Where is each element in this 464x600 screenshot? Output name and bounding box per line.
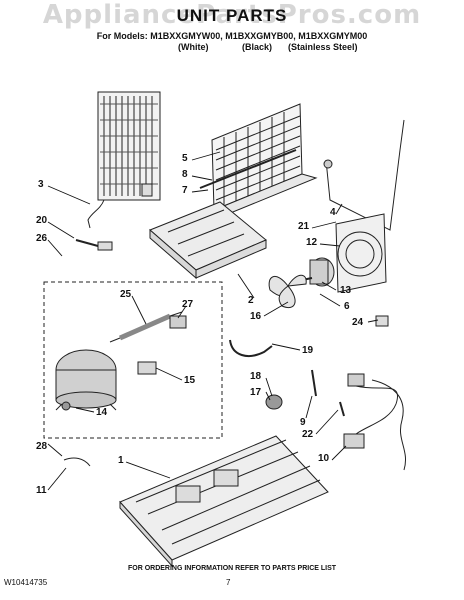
- callout-14: 14: [96, 407, 108, 418]
- callout-16: 16: [250, 311, 262, 322]
- filter-drier: [109, 311, 183, 343]
- drain-pan: [149, 201, 267, 280]
- variant-white: (White): [178, 42, 209, 52]
- condenser-fan: [268, 257, 335, 308]
- callout-18: 18: [250, 371, 262, 382]
- callout-2: 2: [248, 295, 254, 306]
- wire-harness: [339, 373, 406, 471]
- evap-bracket: [141, 183, 153, 197]
- models-line: For Models: M1BXXGMYW00, M1BXXGMYB00, M1…: [96, 31, 368, 41]
- callout-3: 3: [38, 179, 44, 190]
- callout-8: 8: [182, 169, 188, 180]
- callout-11: 11: [36, 485, 47, 496]
- callout-22: 22: [302, 429, 314, 440]
- callout-5: 5: [182, 153, 188, 164]
- callout-17: 17: [250, 387, 262, 398]
- callout-9: 9: [300, 417, 306, 428]
- fan-shroud: [335, 213, 387, 293]
- document-number: W10414735: [4, 578, 48, 587]
- callout-24: 24: [352, 317, 364, 328]
- compressor: [55, 349, 117, 411]
- base-pan: [119, 435, 329, 568]
- defrost-heater: [199, 149, 297, 189]
- callout-21: 21: [298, 221, 310, 232]
- variant-black: (Black): [242, 42, 273, 52]
- variant-stainless: (Stainless Steel): [288, 42, 358, 52]
- thermostat-wire: [325, 119, 405, 231]
- callout-6: 6: [344, 301, 350, 312]
- callout-10: 10: [318, 453, 330, 464]
- condenser-coil: [87, 91, 161, 229]
- callout-13: 13: [340, 285, 352, 296]
- ordering-note: FOR ORDERING INFORMATION REFER TO PARTS …: [127, 565, 337, 572]
- callout-1: 1: [118, 455, 124, 466]
- callout-25: 25: [120, 289, 132, 300]
- page-title: UNIT PARTS: [176, 6, 288, 25]
- callout-19: 19: [302, 345, 314, 356]
- callout-12: 12: [306, 237, 318, 248]
- watermark: AppliancePartsPros.com: [42, 0, 422, 30]
- callout-28: 28: [36, 441, 48, 452]
- page-number: 7: [226, 578, 231, 587]
- callout-7: 7: [182, 185, 188, 196]
- callout-26: 26: [36, 233, 48, 244]
- callout-15: 15: [184, 375, 196, 386]
- evaporator-coil: [211, 103, 318, 215]
- callout-20: 20: [36, 215, 48, 226]
- callout-4: 4: [330, 207, 336, 218]
- callout-27: 27: [182, 299, 194, 310]
